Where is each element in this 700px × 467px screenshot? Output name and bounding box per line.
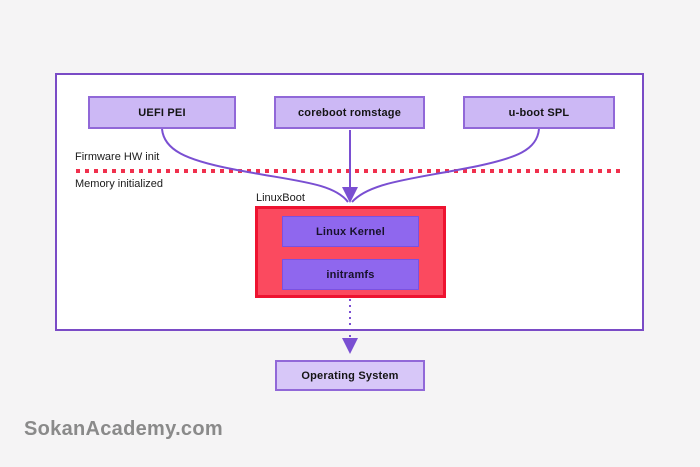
node-coreboot-romstage: coreboot romstage (274, 96, 425, 129)
node-linux-kernel: Linux Kernel (282, 216, 419, 247)
node-initramfs: initramfs (282, 259, 419, 290)
firmware-hw-init-label: Firmware HW init (75, 151, 160, 163)
memory-initialized-label: Memory initialized (75, 178, 164, 190)
watermark: SokanAcademy.com (24, 418, 223, 440)
node-uefi-pei: UEFI PEI (88, 96, 236, 129)
linuxboot-label: LinuxBoot (256, 192, 305, 204)
node-u-boot-spl: u-boot SPL (463, 96, 615, 129)
node-operating-system: Operating System (275, 360, 425, 391)
